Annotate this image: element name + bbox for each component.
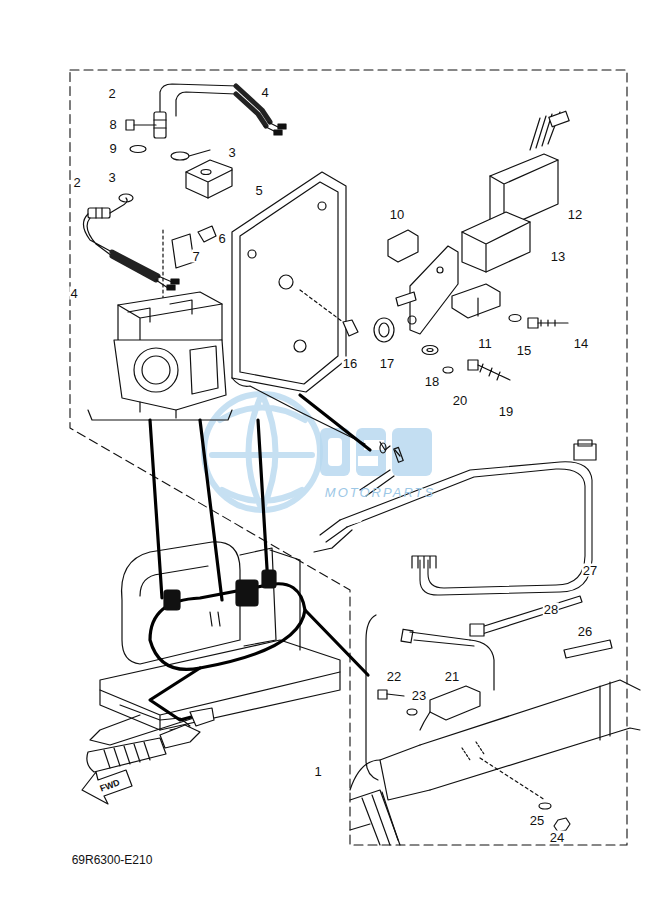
callout-number: 25 [529, 814, 545, 827]
callout-number: 20 [452, 394, 468, 407]
callout-number: 23 [411, 689, 427, 702]
callout-number: 13 [550, 250, 566, 263]
callout-number: 4 [69, 287, 78, 300]
callout-number: 3 [227, 146, 236, 159]
callout-number: 22 [386, 670, 402, 683]
callout-number: 6 [217, 232, 226, 245]
watermark: MOTORPARTS [325, 486, 435, 499]
callout-number: 24 [549, 831, 565, 844]
callout-number: 19 [498, 405, 514, 418]
callout-number: 2 [107, 87, 116, 100]
callout-number: 9 [108, 142, 117, 155]
callout-number: 7 [191, 250, 200, 263]
callout-number: 12 [567, 208, 583, 221]
callout-number: 2 [72, 176, 81, 189]
callout-number: 28 [543, 603, 559, 616]
diagram-code: 69R6300-E210 [71, 854, 154, 866]
callout-number: 27 [582, 564, 598, 577]
callout-number: 1 [313, 765, 322, 778]
callout-number: 3 [107, 171, 116, 184]
callout-number: 21 [444, 670, 460, 683]
callout-number: 14 [573, 337, 589, 350]
callout-number: 10 [389, 208, 405, 221]
callout-number: 4 [260, 86, 269, 99]
callout-number: 11 [477, 337, 493, 350]
callout-number: 8 [108, 118, 117, 131]
callout-number: 17 [379, 357, 395, 370]
callout-number: 26 [577, 625, 593, 638]
callout-number: 18 [424, 375, 440, 388]
callout-number: 15 [516, 344, 532, 357]
callout-number: 5 [254, 184, 263, 197]
callout-number: 16 [342, 357, 358, 370]
